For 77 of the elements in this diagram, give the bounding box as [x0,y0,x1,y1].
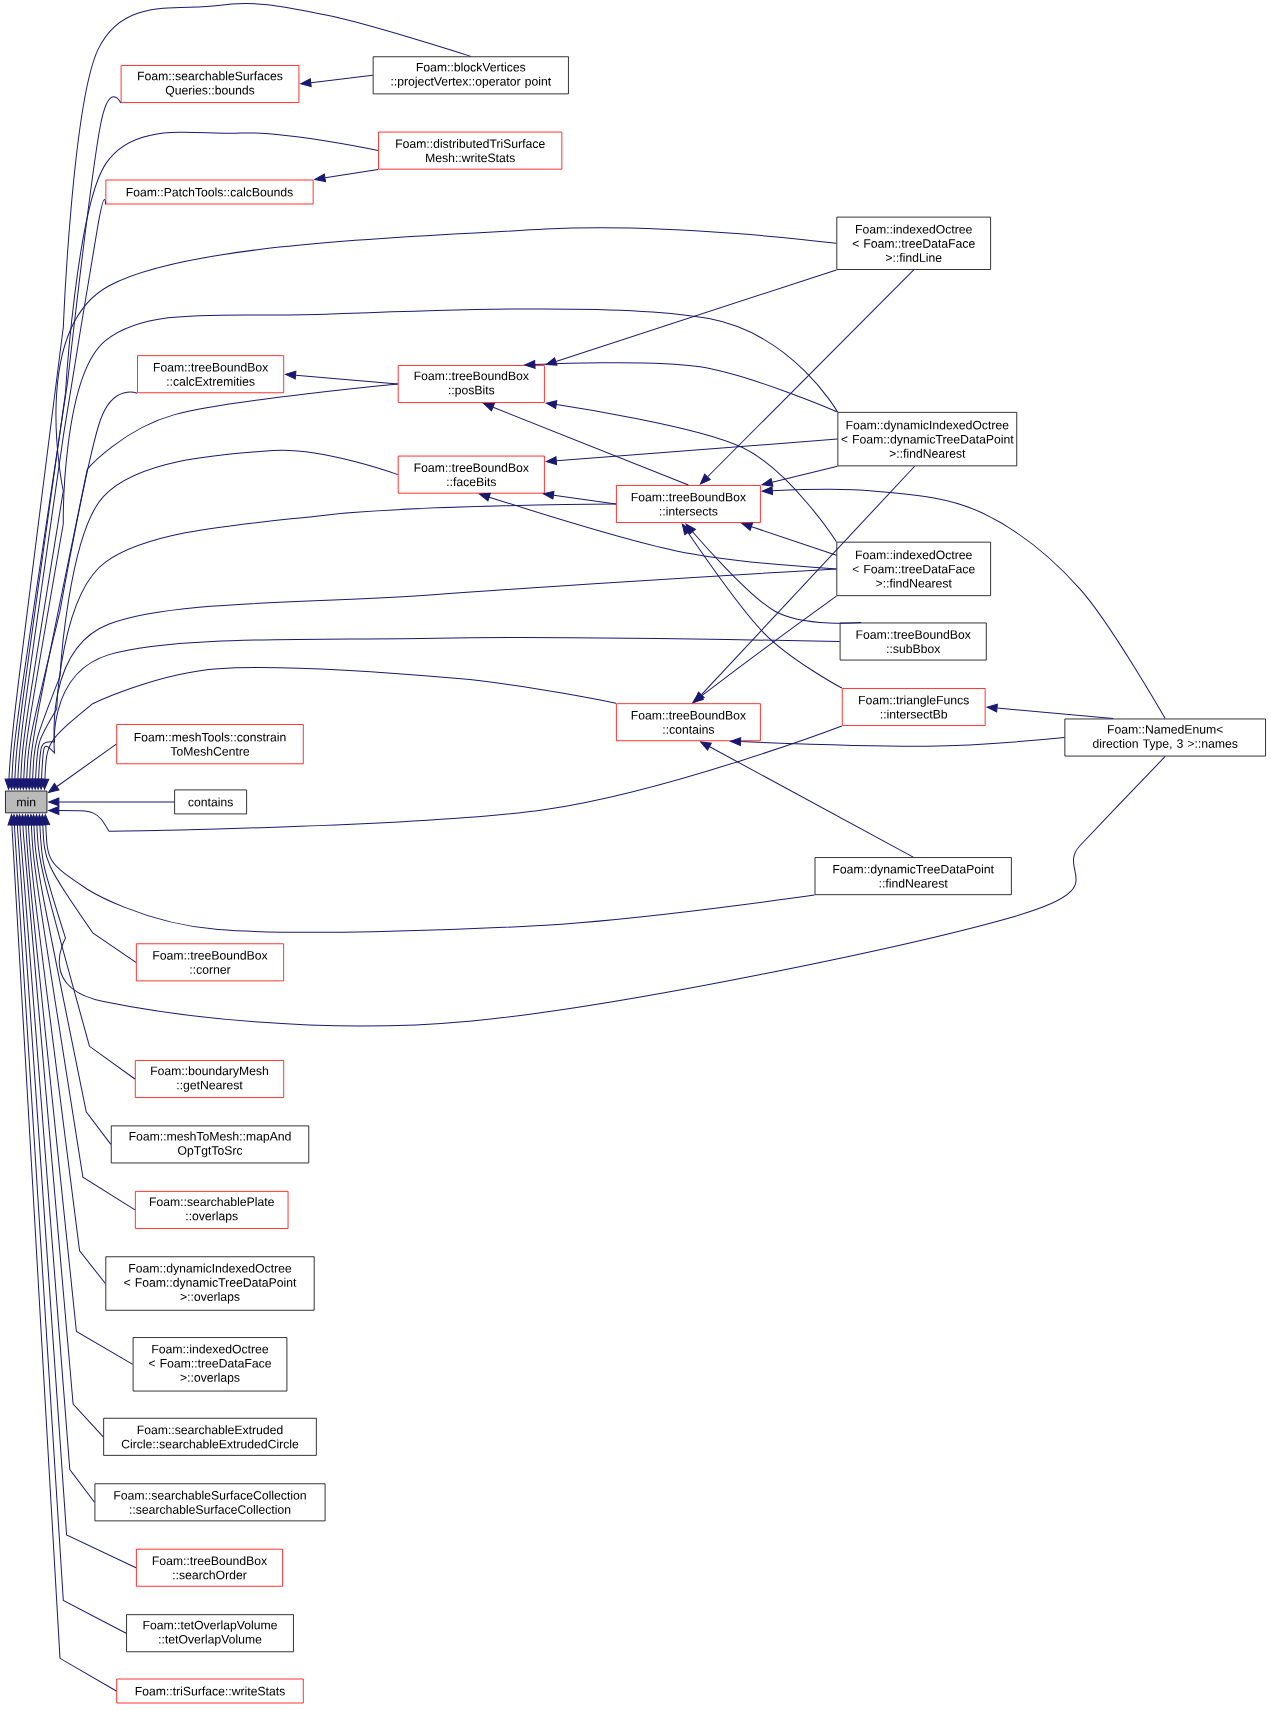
function-box: Foam::triangleFuncs ::intersectBb [841,688,986,726]
function-box: Foam::triSurface::writeStats [116,1678,304,1704]
arrow [7,96,122,790]
function-box: Foam::treeBoundBox ::calcExtremities [137,355,285,394]
function-box: Foam::meshToMesh::mapAnd OpTgtToSrc [110,1125,310,1164]
function-box: Foam::tetOverlapVolume ::tetOverlapVolume [126,1614,294,1653]
function-box: Foam::boundaryMesh ::getNearest [134,1060,285,1098]
arrow [761,486,1166,720]
arrow [35,755,1166,1027]
function-box: Foam::meshTools::constrain ToMeshCentre [116,724,304,765]
function-box: Foam::searchableExtruded Circle::searchableExtrudedCircle [103,1417,317,1456]
arrow [479,492,837,570]
arrow [545,438,838,466]
function-box: Foam::searchablePlate ::overlaps [134,1190,289,1229]
arrow [314,169,379,183]
arrow [24,814,106,1284]
arrow [10,814,127,1634]
arrow [545,269,837,366]
function-box: Foam::searchableSurfaceCollection ::searchableSurfaceCollection [94,1483,326,1522]
arrow [48,797,175,807]
arrow [41,814,816,933]
arrow [545,400,837,543]
arrow [32,814,136,1080]
function-box: Foam::indexedOctree < Foam::treeDataFace >::overlaps [132,1337,288,1392]
arrow [10,131,379,790]
function-box: Foam::dynamicIndexedOctree < Foam::dynamicTreeDataPoint >::overlaps [105,1256,315,1311]
function-box: Foam::treeBoundBox ::posBits [397,365,545,403]
arrow [21,814,134,1365]
arrow [699,269,915,485]
arrow [34,568,837,790]
function-box: Foam::dynamicTreeDataPoint ::findNearest [814,857,1012,896]
arrow [741,522,837,556]
arrow [524,360,838,413]
function-box: Foam::NamedEnum< direction Type, 3 >::names [1064,718,1266,757]
function-box: Foam::treeBoundBox ::faceBits [397,455,545,494]
arrow [48,743,117,793]
function-box: Foam::treeBoundBox ::subBbox [839,622,987,661]
function-box: Foam::distributedTriSurface Mesh::writeStats [378,131,563,170]
arrow [31,503,617,790]
function-box: Foam::blockVertices ::projectVertex::operator point [372,56,569,95]
arrow [483,403,689,486]
arrow [729,737,1065,747]
arrow [13,814,137,1569]
function-box: Foam::treeBoundBox ::searchOrder [136,1548,283,1587]
function-box: min [5,790,48,814]
arrow [761,465,838,487]
arrow [4,3,472,790]
arrow [25,383,399,790]
arrow [681,523,843,689]
arrow [13,199,106,790]
function-box: Foam::searchableSurfaces Queries::bounds [120,65,300,103]
arrow [28,449,399,790]
arrow [18,814,104,1438]
arrow [48,725,843,832]
function-box: Foam::treeBoundBox ::corner [135,943,285,982]
arrow [29,814,112,1145]
arrow [26,814,136,1211]
function-box: Foam::indexedOctree < Foam::treeDataFace >::findLine [836,216,991,270]
arrow [38,814,137,963]
arrow [40,667,617,790]
function-box: contains [174,789,247,815]
arrow [542,490,617,505]
arrow [22,391,138,790]
arrow [15,814,95,1503]
arrow [685,523,862,624]
function-box: Foam::indexedOctree < Foam::treeDataFace >::findNearest [836,541,991,597]
arrow [986,703,1114,720]
function-box: Foam::PatchTools::calcBounds [105,179,314,205]
arrow [300,74,374,88]
arrow [692,595,837,703]
function-box: Foam::dynamicIndexedOctree < Foam::dynamicTreeDataPoint >::findNearest [837,411,1018,467]
arrow [7,814,117,1692]
arrow [700,741,914,858]
arrow [37,637,841,790]
function-box: Foam::treeBoundBox ::intersects [616,485,761,523]
function-box: Foam::treeBoundBox ::contains [616,703,761,742]
arrow [285,370,399,385]
